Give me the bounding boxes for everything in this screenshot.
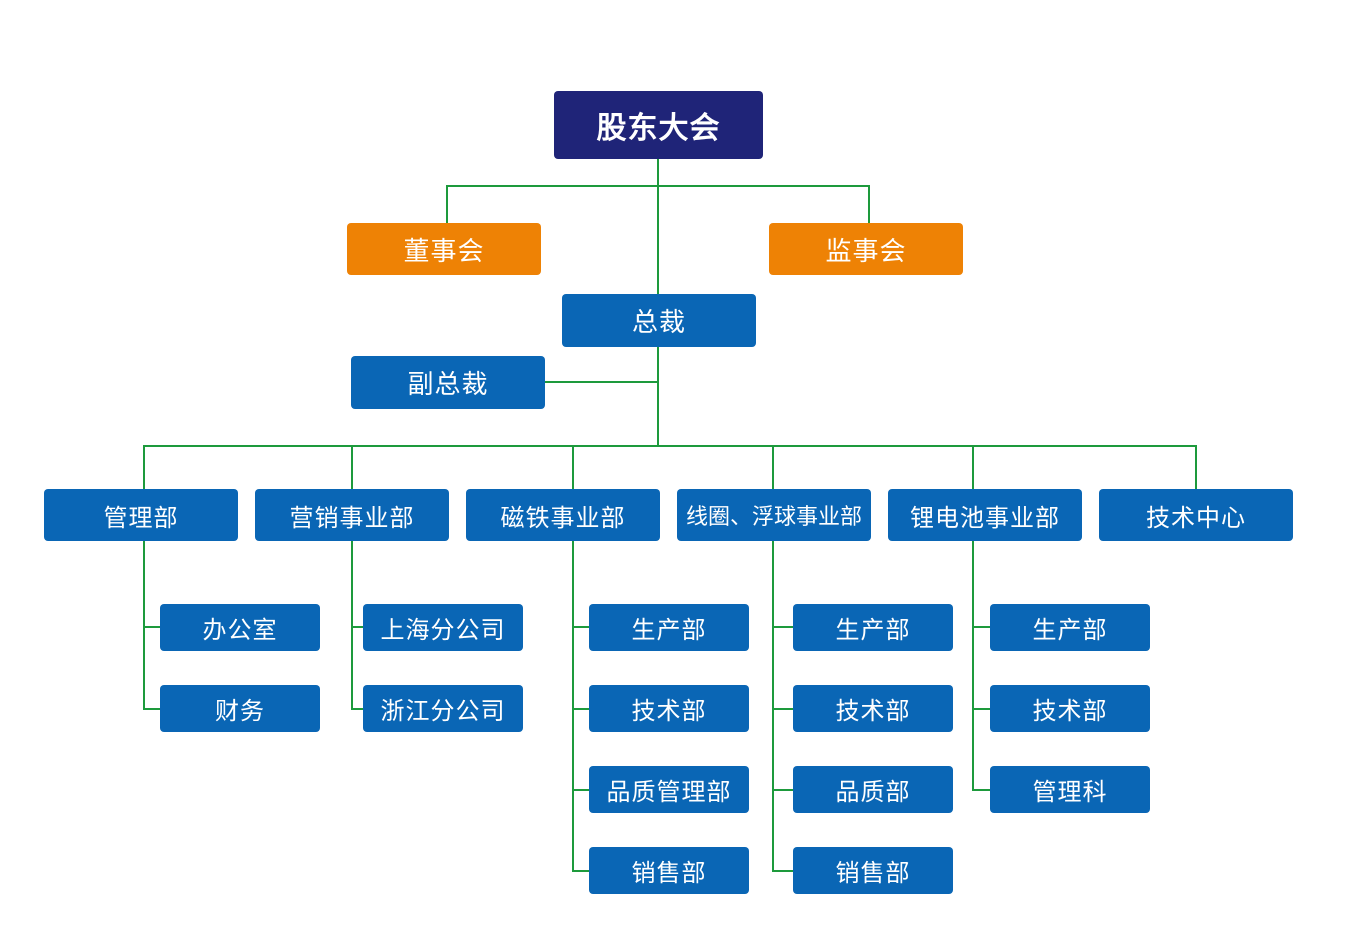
node-supervisory-board: 监事会 [769, 223, 963, 275]
node-sub-battery-technology: 技术部 [990, 685, 1150, 732]
node-sub-office: 办公室 [160, 604, 320, 651]
node-sub-battery-production: 生产部 [990, 604, 1150, 651]
node-sub-coil-sales: 销售部 [793, 847, 953, 894]
node-sub-battery-management-section: 管理科 [990, 766, 1150, 813]
node-shareholders-meeting: 股东大会 [554, 91, 763, 159]
node-sub-finance: 财务 [160, 685, 320, 732]
node-division-magnet: 磁铁事业部 [466, 489, 660, 541]
node-sub-magnet-production: 生产部 [589, 604, 749, 651]
node-sub-magnet-technology: 技术部 [589, 685, 749, 732]
node-vice-president: 副总裁 [351, 356, 545, 409]
node-sub-magnet-quality-management: 品质管理部 [589, 766, 749, 813]
node-sub-coil-production: 生产部 [793, 604, 953, 651]
node-division-coil-float: 线圈、浮球事业部 [677, 489, 871, 541]
node-division-management: 管理部 [44, 489, 238, 541]
node-division-lithium-battery: 锂电池事业部 [888, 489, 1082, 541]
node-sub-coil-technology: 技术部 [793, 685, 953, 732]
node-sub-magnet-sales: 销售部 [589, 847, 749, 894]
node-division-tech-center: 技术中心 [1099, 489, 1293, 541]
node-sub-shanghai-branch: 上海分公司 [363, 604, 523, 651]
node-sub-coil-quality: 品质部 [793, 766, 953, 813]
node-division-marketing: 营销事业部 [255, 489, 449, 541]
node-president: 总裁 [562, 294, 756, 347]
node-board-of-directors: 董事会 [347, 223, 541, 275]
node-sub-zhejiang-branch: 浙江分公司 [363, 685, 523, 732]
